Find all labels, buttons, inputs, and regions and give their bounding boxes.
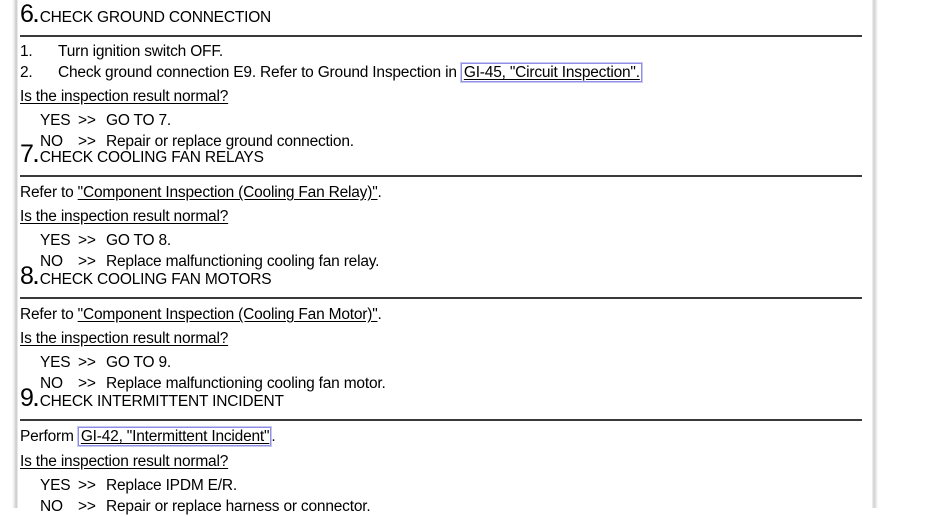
answer-text: Replace malfunctioning cooling fan motor… <box>106 375 386 392</box>
list-marker: 2. <box>20 64 33 81</box>
answer-label: NO <box>40 133 63 150</box>
answer-arrow: >> <box>78 253 96 270</box>
answer-text: Repair or replace harness or connector. <box>106 498 371 515</box>
answer-text: GO TO 9. <box>106 354 172 371</box>
inspection-question: Is the inspection result normal? <box>20 453 229 470</box>
answer-list-6: YES >> GO TO 7. NO >> Repair or replace … <box>20 110 862 152</box>
question-row-6: Is the inspection result normal? <box>20 86 862 108</box>
step-block-8: 8.CHECK COOLING FAN MOTORS Refer to "Com… <box>20 264 862 394</box>
question-row-7: Is the inspection result normal? <box>20 206 862 228</box>
refer-suffix: . <box>271 428 276 445</box>
answer-arrow: >> <box>78 498 96 515</box>
answer-label: NO <box>40 253 63 270</box>
answer-text: GO TO 8. <box>106 232 172 249</box>
answer-arrow: >> <box>78 477 96 494</box>
list-text: Turn ignition switch OFF. <box>58 43 223 60</box>
step-title: CHECK COOLING FAN MOTORS <box>39 271 272 288</box>
step-title: CHECK INTERMITTENT INCIDENT <box>39 393 284 410</box>
reference-link-cooling-fan-motor[interactable]: "Component Inspection (Cooling Fan Motor… <box>77 306 378 323</box>
answer-row-yes: YES >> GO TO 8. <box>20 230 862 251</box>
question-row-9: Is the inspection result normal? <box>20 451 862 473</box>
refer-line-7: Refer to "Component Inspection (Cooling … <box>20 182 862 203</box>
answer-text: Replace IPDM E/R. <box>106 477 237 494</box>
reference-link-circuit-inspection[interactable]: GI-45, "Circuit Inspection". <box>459 62 643 83</box>
answer-arrow: >> <box>78 112 96 129</box>
step-number: 7 <box>20 140 34 168</box>
reference-link-cooling-fan-relay[interactable]: "Component Inspection (Cooling Fan Relay… <box>77 184 378 201</box>
answer-arrow: >> <box>78 232 96 249</box>
list-text-prefix: Check ground connection E9. Refer to Gro… <box>58 64 461 81</box>
answer-text: Repair or replace ground connection. <box>106 133 354 150</box>
step-number: 6 <box>20 0 34 28</box>
step-title: CHECK COOLING FAN RELAYS <box>39 149 264 166</box>
step-number-dot: . <box>33 6 39 27</box>
answer-label: YES <box>40 477 71 494</box>
list-text: Check ground connection E9. Refer to Gro… <box>58 62 643 83</box>
section-divider <box>20 419 862 421</box>
answer-label: YES <box>40 354 71 371</box>
list-item: 2. Check ground connection E9. Refer to … <box>20 62 862 83</box>
step-number-dot: . <box>33 390 39 411</box>
step-number: 9 <box>20 384 34 412</box>
list-item: 1. Turn ignition switch OFF. <box>20 41 862 62</box>
step-title: CHECK GROUND CONNECTION <box>39 9 272 26</box>
section-divider <box>20 35 862 37</box>
refer-prefix: Perform <box>20 428 78 445</box>
answer-row-yes: YES >> GO TO 9. <box>20 352 862 373</box>
answer-list-9: YES >> Replace IPDM E/R. NO >> Repair or… <box>20 475 862 517</box>
page-edge-right <box>872 0 878 508</box>
refer-prefix: Refer to <box>20 184 78 201</box>
answer-list-8: YES >> GO TO 9. NO >> Replace malfunctio… <box>20 352 862 394</box>
step-block-6: 6.CHECK GROUND CONNECTION 1. Turn igniti… <box>20 2 862 152</box>
inspection-question: Is the inspection result normal? <box>20 88 229 105</box>
refer-suffix: . <box>377 184 382 201</box>
step-number-dot: . <box>33 268 39 289</box>
reference-link-intermittent-incident[interactable]: GI-42, "Intermittent Incident" <box>76 426 273 447</box>
answer-arrow: >> <box>78 133 96 150</box>
step-block-9: 9.CHECK INTERMITTENT INCIDENT Perform GI… <box>20 386 862 517</box>
refer-line-8: Refer to "Component Inspection (Cooling … <box>20 304 862 325</box>
refer-prefix: Refer to <box>20 306 78 323</box>
step-number: 8 <box>20 262 34 290</box>
answer-row-no: NO >> Repair or replace harness or conne… <box>20 496 862 517</box>
answer-arrow: >> <box>78 375 96 392</box>
inspection-question: Is the inspection result normal? <box>20 208 229 225</box>
instruction-list-6: 1. Turn ignition switch OFF. 2. Check gr… <box>20 41 862 83</box>
answer-label: YES <box>40 232 71 249</box>
inspection-question: Is the inspection result normal? <box>20 330 229 347</box>
answer-label: YES <box>40 112 71 129</box>
step-heading-7: 7.CHECK COOLING FAN RELAYS <box>20 142 862 167</box>
refer-line-9: Perform GI-42, "Intermittent Incident". <box>20 426 862 447</box>
document-content: 6.CHECK GROUND CONNECTION 1. Turn igniti… <box>20 0 865 515</box>
step-heading-9: 9.CHECK INTERMITTENT INCIDENT <box>20 386 862 411</box>
section-divider <box>20 297 862 299</box>
answer-row-yes: YES >> Replace IPDM E/R. <box>20 475 862 496</box>
answer-label: NO <box>40 498 63 515</box>
answer-arrow: >> <box>78 354 96 371</box>
step-heading-6: 6.CHECK GROUND CONNECTION <box>20 2 862 27</box>
step-heading-8: 8.CHECK COOLING FAN MOTORS <box>20 264 862 289</box>
step-block-7: 7.CHECK COOLING FAN RELAYS Refer to "Com… <box>20 142 862 272</box>
list-marker: 1. <box>20 43 33 60</box>
answer-list-7: YES >> GO TO 8. NO >> Replace malfunctio… <box>20 230 862 272</box>
answer-text: GO TO 7. <box>106 112 172 129</box>
answer-text: Replace malfunctioning cooling fan relay… <box>106 253 380 270</box>
answer-row-no: NO >> Replace malfunctioning cooling fan… <box>20 251 862 272</box>
answer-row-no: NO >> Replace malfunctioning cooling fan… <box>20 373 862 394</box>
refer-suffix: . <box>377 306 382 323</box>
answer-row-yes: YES >> GO TO 7. <box>20 110 862 131</box>
answer-row-no: NO >> Repair or replace ground connectio… <box>20 131 862 152</box>
question-row-8: Is the inspection result normal? <box>20 328 862 350</box>
section-divider <box>20 175 862 177</box>
step-number-dot: . <box>33 146 39 167</box>
page-edge-left <box>12 0 18 508</box>
answer-label: NO <box>40 375 63 392</box>
